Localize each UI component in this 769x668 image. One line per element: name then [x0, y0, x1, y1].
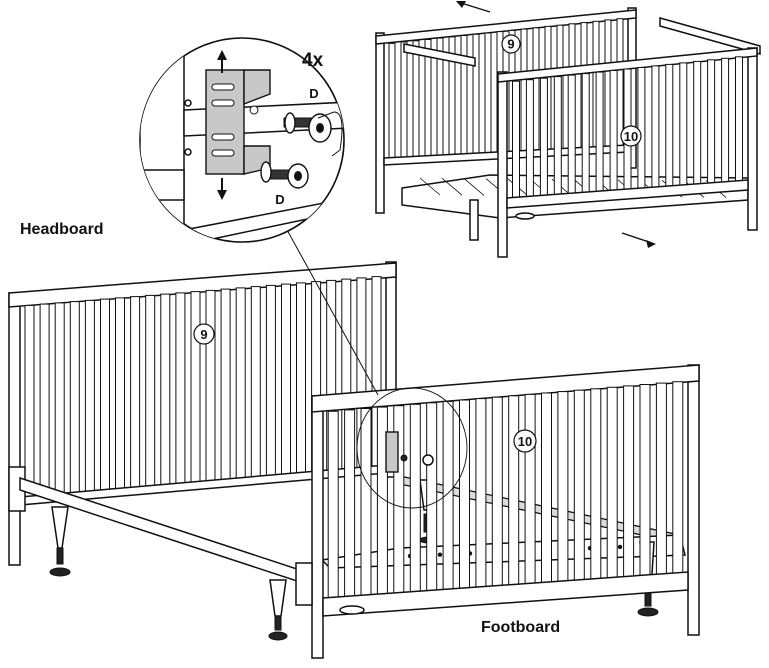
quantity-label: 4x — [302, 50, 324, 71]
headboard-slat — [115, 297, 125, 490]
footboard-slat — [573, 389, 585, 583]
small-headboard-slat — [616, 18, 624, 147]
crib-preview: 9 10 — [375, 1, 761, 258]
footboard-slat — [623, 385, 635, 579]
spring-wire — [463, 178, 485, 196]
small-footboard-slat — [567, 74, 576, 196]
small-headboard-slat — [412, 40, 420, 159]
small-footboard-slat — [525, 79, 534, 199]
small-footboard-slat — [693, 60, 702, 187]
footboard-slat — [508, 395, 520, 587]
adjustable-foot-left-mid — [268, 579, 288, 641]
bed-assembly: 9 10 — [8, 227, 700, 659]
footboard-slat — [327, 410, 339, 600]
small-headboard-slat — [388, 42, 396, 161]
headboard-slat — [281, 283, 291, 476]
small-headboard-slat — [472, 33, 480, 156]
small-headboard-slat — [484, 32, 492, 155]
adjustable-foot-headboard-left — [49, 506, 71, 577]
svg-text:10: 10 — [624, 129, 638, 144]
headboard-slat — [84, 299, 95, 493]
part-badge-footboard: 10 — [513, 429, 537, 453]
headboard-slat — [100, 298, 110, 492]
arrow-up-icon — [217, 50, 227, 73]
small-footboard-slat — [665, 63, 674, 189]
svg-text:10: 10 — [518, 434, 532, 449]
small-footboard-slat — [512, 80, 520, 200]
small-headboard-slat — [400, 41, 408, 160]
headboard-slat — [130, 296, 141, 489]
footboard-slat — [655, 382, 667, 577]
part-badge-headboard-small: 9 — [501, 34, 521, 54]
headboard-slat — [250, 286, 261, 478]
footboard-slat — [491, 396, 503, 589]
small-footboard-slat — [581, 73, 590, 195]
headboard-slat — [69, 301, 80, 494]
footboard-slat — [672, 381, 684, 576]
small-footboard-slat — [707, 59, 716, 186]
headboard-slat — [175, 292, 186, 485]
footboard-slat — [639, 384, 651, 578]
headboard-label: Headboard — [20, 221, 104, 238]
bolt-d-lower — [260, 161, 309, 189]
footboard-slat — [360, 408, 372, 598]
footboard-slat — [557, 391, 569, 584]
small-footboard-slat — [679, 62, 688, 188]
headboard-slat — [296, 282, 306, 474]
small-headboard-slat — [460, 35, 468, 156]
bolt-d-upper — [283, 111, 343, 157]
footboard-slat — [475, 398, 487, 590]
part-badge-headboard: 9 — [193, 323, 215, 345]
detail-leader-line — [285, 227, 379, 396]
support-hole — [617, 544, 623, 550]
small-footboard-slat — [721, 57, 730, 185]
footboard-slat — [590, 388, 602, 582]
small-footboard-slat — [735, 56, 743, 184]
small-footboard-slat — [651, 65, 660, 190]
crib-footboard-small — [497, 47, 758, 258]
footboard-slat — [606, 386, 618, 580]
svg-text:9: 9 — [200, 327, 207, 342]
crib-side-rail-right — [659, 17, 761, 55]
small-footboard-slat — [553, 76, 562, 197]
footboard-slat — [524, 393, 536, 586]
spring-wire — [441, 177, 463, 196]
bolt-label-upper: D — [309, 86, 318, 101]
detail-focus-circle — [356, 387, 468, 509]
small-footboard-slat — [595, 71, 604, 194]
headboard-slat — [235, 287, 246, 480]
headboard-slat — [205, 289, 216, 482]
footboard-slat — [409, 403, 421, 595]
footboard-slat — [426, 402, 438, 593]
support-hole — [437, 552, 443, 557]
side-rail-right — [394, 474, 681, 544]
headboard-slat — [220, 288, 231, 481]
crib-side-rail-left — [403, 43, 476, 67]
part-badge-footboard-small: 10 — [620, 125, 642, 147]
headboard-slat — [160, 293, 171, 486]
headboard-slat — [145, 294, 156, 488]
svg-text:9: 9 — [507, 37, 514, 52]
footboard-slat — [541, 392, 552, 585]
headboard-panel — [8, 261, 397, 566]
bolt-label-lower: D — [275, 192, 284, 207]
footboard-slat — [344, 409, 356, 599]
spring-wire — [419, 177, 441, 196]
small-footboard-slat — [539, 77, 548, 198]
arrow-down-icon — [217, 178, 227, 200]
headboard-slat — [54, 302, 65, 496]
footboard-label: Footboard — [481, 619, 560, 636]
headboard-slat — [39, 303, 50, 497]
small-footboard-slat — [637, 67, 646, 191]
small-footboard-slat — [609, 70, 618, 193]
headboard-slat — [24, 304, 35, 498]
footboard-panel — [295, 364, 700, 659]
movement-arrow-icon — [456, 1, 656, 248]
headboard-slat — [190, 291, 201, 484]
headboard-slat — [265, 284, 276, 477]
